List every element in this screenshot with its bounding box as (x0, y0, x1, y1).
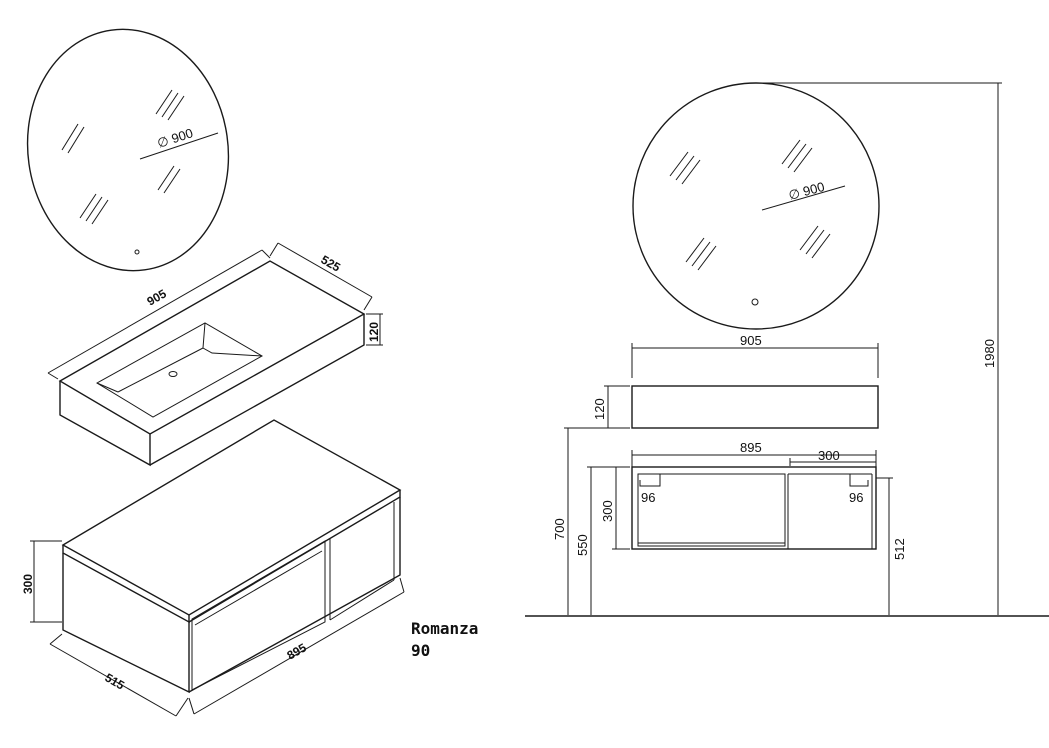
front-basin-height-label: 120 (592, 398, 607, 420)
iso-cabinet (61, 419, 402, 694)
front-total-height-label: 1980 (982, 339, 997, 368)
front-cabinet-width-label: 895 (740, 440, 762, 455)
front-height-550-label: 550 (575, 534, 590, 556)
iso-basin-depth-label: 525 (319, 252, 344, 274)
iso-basin-height-label: 120 (367, 322, 381, 342)
product-size: 90 (411, 641, 430, 660)
front-basin (604, 343, 879, 429)
iso-cabinet-dims (30, 540, 405, 717)
front-cabinet-height-label: 300 (600, 500, 615, 522)
iso-basin (58, 260, 366, 467)
iso-mirror (26, 28, 230, 272)
front-inset-right-label: 96 (849, 490, 863, 505)
front-mirror (632, 82, 880, 330)
product-name: Romanza (411, 619, 478, 638)
iso-basin-dims (47, 242, 383, 380)
front-height-dims (564, 82, 1002, 615)
front-basin-width-label: 905 (740, 333, 762, 348)
front-height-700-label: 700 (552, 518, 567, 540)
front-shelf-width-label: 300 (818, 448, 840, 463)
front-mirror-diameter-label: ∅ 900 (787, 179, 826, 203)
front-cabinet (612, 450, 893, 615)
front-height-512-label: 512 (892, 538, 907, 560)
iso-cabinet-height-label: 300 (21, 574, 35, 594)
iso-cabinet-depth-label: 515 (103, 670, 128, 692)
front-inset-left-label: 96 (641, 490, 655, 505)
